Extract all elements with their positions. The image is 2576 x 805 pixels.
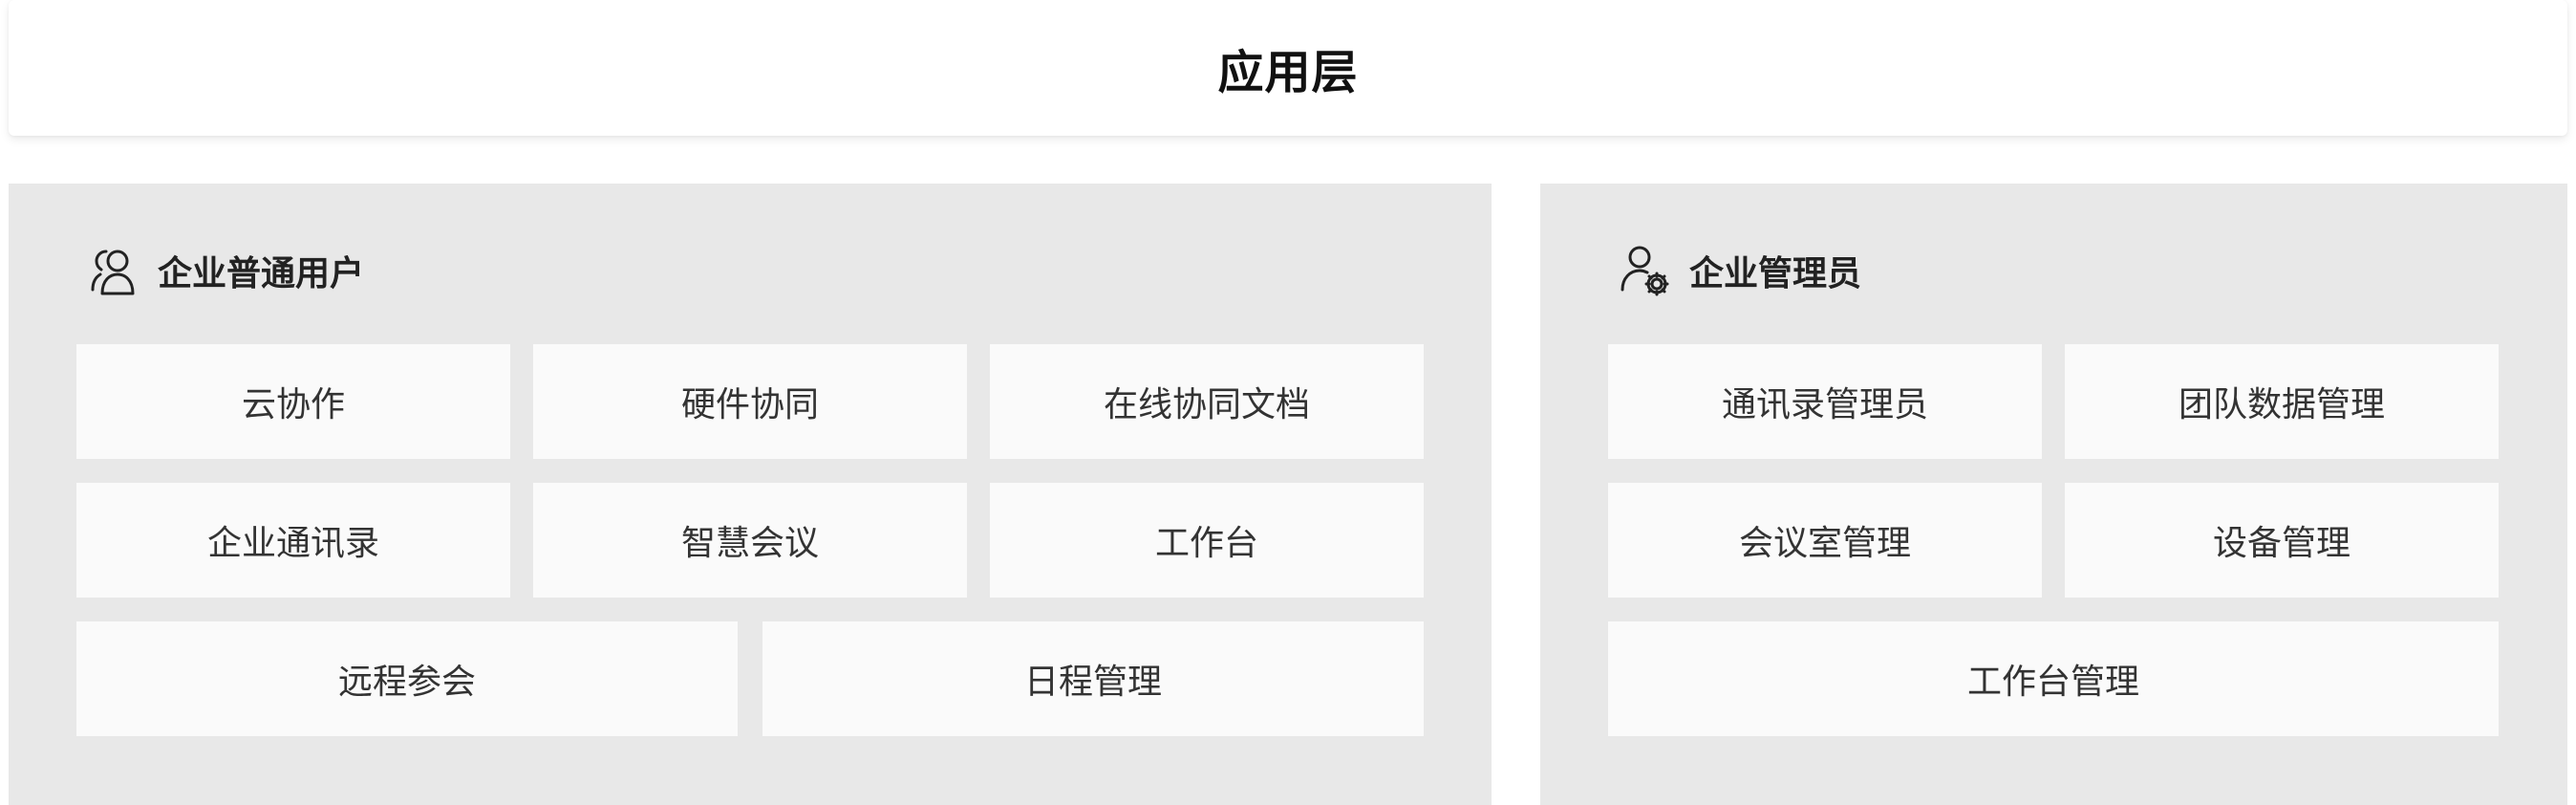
tile-cloud-collab[interactable]: 云协作 bbox=[76, 344, 510, 459]
header-title: 应用层 bbox=[1217, 46, 1359, 99]
tile-online-docs[interactable]: 在线协同文档 bbox=[990, 344, 1424, 459]
header-bar: 应用层 bbox=[9, 0, 2567, 136]
tile-smart-meeting[interactable]: 智慧会议 bbox=[533, 483, 967, 598]
tile-contacts-admin[interactable]: 通讯录管理员 bbox=[1608, 344, 2042, 459]
user-gear-icon bbox=[1615, 240, 1676, 301]
panel-label-users: 企业普通用户 bbox=[158, 254, 365, 294]
panel-enterprise-users: 企业普通用户 云协作 硬件协同 在线协同文档 企业通讯录 智慧会议 工作台 远程… bbox=[9, 184, 1492, 805]
tile-workbench[interactable]: 工作台 bbox=[990, 483, 1424, 598]
tile-team-data-mgmt[interactable]: 团队数据管理 bbox=[2065, 344, 2499, 459]
tile-device-mgmt[interactable]: 设备管理 bbox=[2065, 483, 2499, 598]
tile-remote-attend[interactable]: 远程参会 bbox=[76, 621, 738, 736]
tile-enterprise-contacts[interactable]: 企业通讯录 bbox=[76, 483, 510, 598]
users-icon bbox=[83, 240, 144, 301]
panel-head-admin: 企业管理员 bbox=[1615, 237, 1861, 304]
tile-hardware-sync[interactable]: 硬件协同 bbox=[533, 344, 967, 459]
panel-enterprise-admin: 企业管理员 通讯录管理员 团队数据管理 会议室管理 设备管理 工作台管理 bbox=[1540, 184, 2567, 805]
tile-workbench-mgmt[interactable]: 工作台管理 bbox=[1608, 621, 2499, 736]
panel-label-admin: 企业管理员 bbox=[1689, 254, 1862, 294]
panel-head-users: 企业普通用户 bbox=[83, 237, 364, 304]
tile-schedule-mgmt[interactable]: 日程管理 bbox=[762, 621, 1424, 736]
tile-meeting-room-mgmt[interactable]: 会议室管理 bbox=[1608, 483, 2042, 598]
